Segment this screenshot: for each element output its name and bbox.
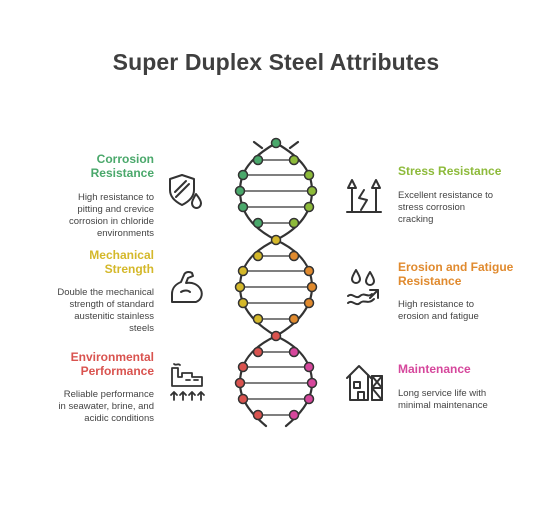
maintenance-description: Long service life with minimal maintenan… bbox=[398, 388, 488, 411]
helix-node bbox=[288, 217, 300, 229]
helix-node bbox=[303, 393, 315, 405]
helix-node bbox=[303, 201, 315, 213]
helix-node bbox=[288, 313, 300, 325]
helix-node bbox=[234, 185, 246, 197]
erosion-fatigue-description: High resistance to erosion and fatigue bbox=[398, 299, 479, 322]
house-scaffold-icon bbox=[346, 365, 383, 401]
corrosion-resistance-heading: Corrosion Resistance bbox=[90, 152, 154, 180]
helix-node bbox=[237, 297, 249, 309]
helix-node bbox=[306, 185, 318, 197]
helix-node bbox=[270, 234, 282, 246]
helix-node bbox=[270, 330, 282, 342]
helix-node bbox=[234, 377, 246, 389]
drops-waves-icon bbox=[347, 269, 379, 306]
helix-node bbox=[306, 281, 318, 293]
page-title: Super Duplex Steel Attributes bbox=[112, 49, 440, 75]
helix-node bbox=[234, 281, 246, 293]
factory-icon bbox=[170, 363, 205, 401]
environmental-performance-heading: Environmental Performance bbox=[70, 350, 154, 378]
stress-resistance-description: Excellent resistance to stress corrosion… bbox=[398, 190, 494, 225]
helix-node bbox=[252, 346, 264, 358]
helix-node bbox=[252, 250, 264, 262]
helix-node bbox=[252, 217, 264, 229]
helix-node bbox=[288, 250, 300, 262]
helix-node bbox=[270, 137, 282, 149]
helix-node bbox=[237, 169, 249, 181]
helix-node bbox=[237, 361, 249, 373]
helix-node bbox=[288, 154, 300, 166]
helix-node bbox=[303, 169, 315, 181]
helix-node bbox=[237, 393, 249, 405]
corrosion-resistance-description: High resistance to pitting and crevice c… bbox=[68, 192, 154, 239]
stress-resistance-heading: Stress Resistance bbox=[398, 164, 502, 178]
erosion-fatigue-heading: Erosion and Fatigue Resistance bbox=[398, 260, 514, 288]
shield-drop-icon bbox=[169, 174, 202, 209]
helix-node bbox=[303, 361, 315, 373]
maintenance-heading: Maintenance bbox=[398, 362, 471, 376]
helix-node bbox=[303, 265, 315, 277]
flexed-arm-icon bbox=[171, 270, 203, 303]
helix-node bbox=[303, 297, 315, 309]
environmental-performance-description: Reliable performance in seawater, brine,… bbox=[58, 389, 154, 424]
helix-node bbox=[252, 313, 264, 325]
helix-node bbox=[237, 265, 249, 277]
helix-node bbox=[306, 377, 318, 389]
mechanical-strength-description: Double the mechanical strength of standa… bbox=[57, 287, 154, 334]
cracked-trees-icon bbox=[346, 179, 382, 213]
helix-node bbox=[288, 346, 300, 358]
helix-node bbox=[237, 201, 249, 213]
helix-node bbox=[288, 409, 300, 421]
mechanical-strength-heading: Mechanical Strength bbox=[89, 248, 154, 276]
helix-node bbox=[252, 409, 264, 421]
helix-node bbox=[252, 154, 264, 166]
